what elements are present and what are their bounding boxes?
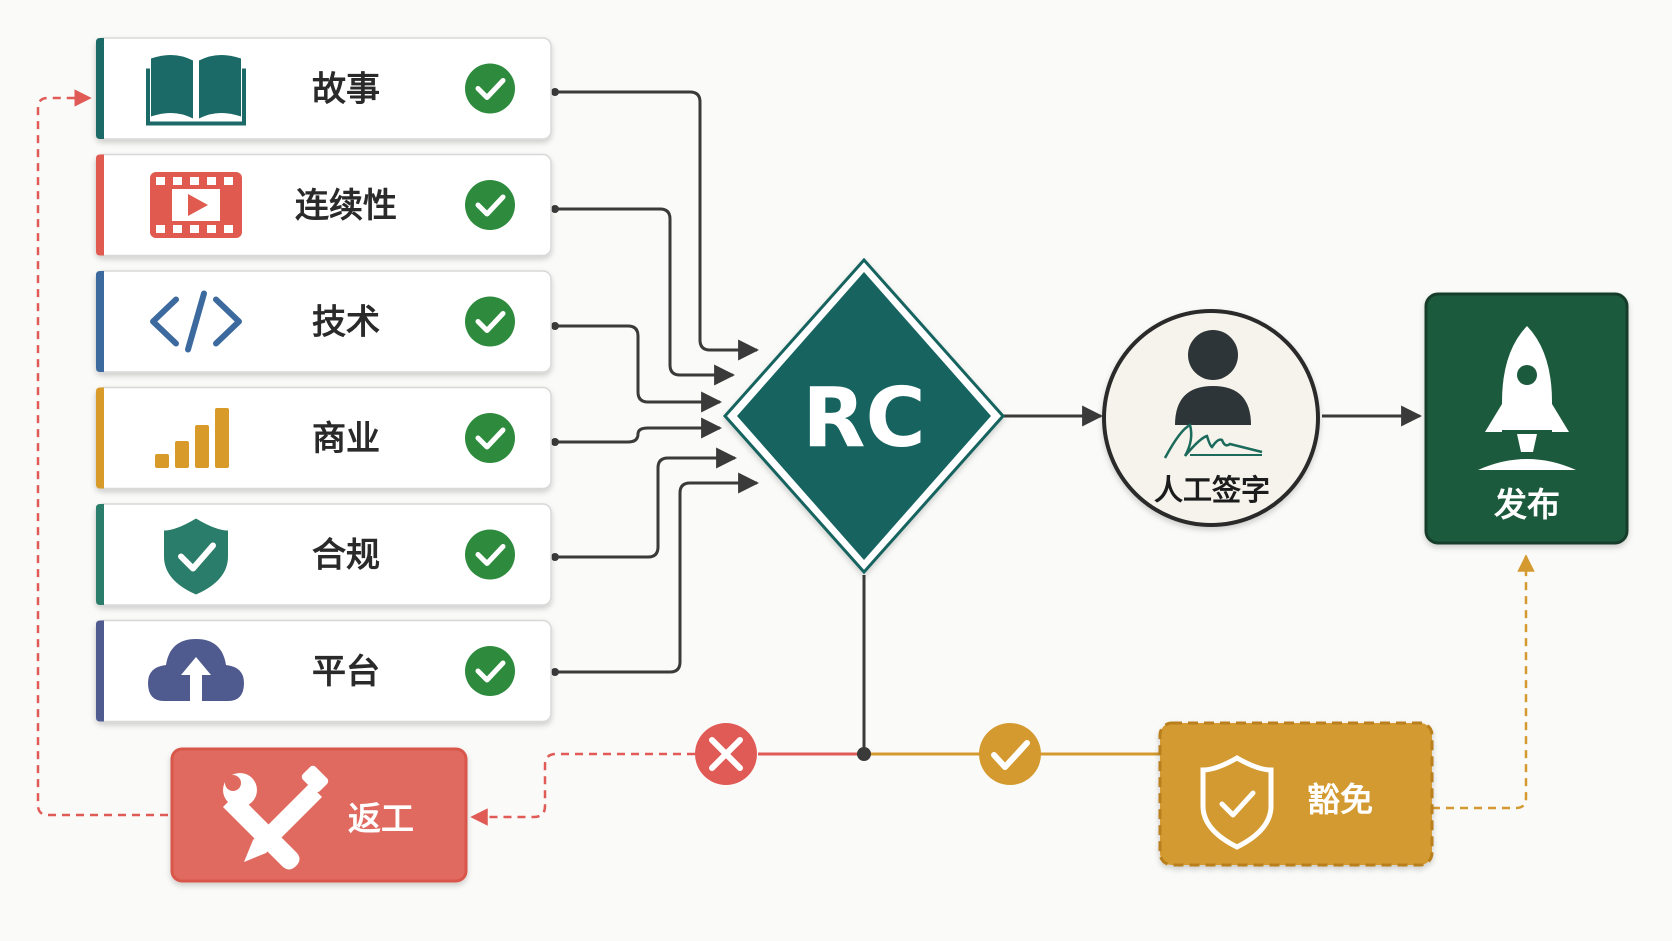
film-icon bbox=[150, 172, 242, 238]
reject-to-rework-line bbox=[470, 752, 695, 826]
connector-compliance bbox=[555, 447, 738, 559]
connector-story bbox=[555, 90, 760, 361]
check-card[interactable]: 平台 bbox=[95, 619, 552, 723]
check-icon bbox=[991, 740, 1030, 770]
book-icon bbox=[146, 54, 246, 126]
check-circle-icon bbox=[465, 646, 515, 696]
card-accent-bar bbox=[96, 620, 104, 722]
connector-tech bbox=[555, 324, 723, 413]
check-circle-icon bbox=[465, 413, 515, 463]
close-icon bbox=[709, 737, 743, 771]
card-accent-bar bbox=[96, 504, 104, 605]
rc-gate-label: RC bbox=[802, 371, 925, 466]
rework-to-story-line bbox=[36, 89, 168, 817]
person-signature-icon bbox=[1163, 330, 1263, 459]
check-card-label: 平台 bbox=[312, 652, 380, 692]
rework-label: 返工 bbox=[348, 799, 414, 838]
check-card-label: 技术 bbox=[312, 303, 380, 343]
check-card[interactable]: 连续性 bbox=[95, 153, 552, 257]
waiver-node[interactable]: 豁免 bbox=[1158, 721, 1434, 867]
shield-check-icon bbox=[164, 518, 228, 595]
check-circle-icon bbox=[465, 180, 515, 230]
check-card-label: 连续性 bbox=[295, 186, 397, 226]
tools-icon bbox=[223, 765, 329, 870]
check-card-label: 故事 bbox=[312, 70, 380, 110]
rc-gate: RC bbox=[722, 257, 1006, 575]
connector-business bbox=[555, 417, 723, 444]
cloud-upload-icon bbox=[148, 639, 244, 701]
shield-check-icon bbox=[1200, 755, 1274, 850]
waiver-label: 豁免 bbox=[1307, 780, 1373, 819]
signoff-node: 人工签字 bbox=[1102, 309, 1320, 527]
connector-continuity bbox=[555, 207, 736, 386]
check-card[interactable]: 技术 bbox=[95, 270, 552, 373]
main-flow bbox=[862, 405, 1423, 754]
check-card[interactable]: 商业 bbox=[95, 386, 552, 490]
rework-node[interactable]: 返工 bbox=[170, 747, 468, 883]
approve-marker bbox=[979, 723, 1041, 785]
rocket-icon bbox=[1478, 326, 1576, 470]
check-card[interactable]: 故事 bbox=[95, 37, 552, 140]
check-card-label: 合规 bbox=[312, 536, 380, 576]
signoff-label: 人工签字 bbox=[1154, 473, 1270, 507]
card-accent-bar bbox=[96, 38, 104, 139]
check-circle-icon bbox=[465, 63, 515, 114]
code-icon bbox=[150, 290, 242, 353]
waiver-to-release-line bbox=[1432, 554, 1535, 810]
input-connectors bbox=[555, 90, 760, 674]
reject-marker bbox=[695, 723, 757, 785]
check-card-label: 商业 bbox=[312, 419, 380, 459]
check-circle-icon bbox=[465, 296, 515, 347]
check-card[interactable]: 合规 bbox=[95, 503, 552, 606]
release-node[interactable]: 发布 bbox=[1424, 292, 1629, 545]
bar-chart-icon bbox=[155, 408, 229, 468]
branch-junction-dot bbox=[857, 747, 871, 761]
release-label: 发布 bbox=[1494, 485, 1560, 524]
card-accent-bar bbox=[96, 387, 104, 489]
card-accent-bar bbox=[96, 154, 104, 256]
connector-dots bbox=[551, 88, 559, 676]
card-accent-bar bbox=[96, 271, 104, 372]
check-circle-icon bbox=[465, 529, 515, 580]
connector-platform bbox=[555, 472, 760, 674]
